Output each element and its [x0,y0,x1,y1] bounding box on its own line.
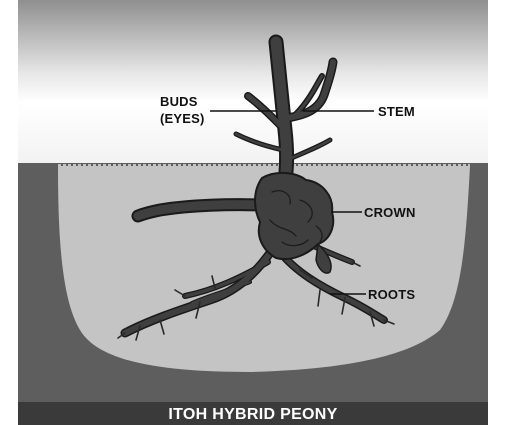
stem-label: STEM [378,104,415,119]
eyes-label: (EYES) [160,111,205,126]
roots-label: ROOTS [368,287,415,302]
crown-label: CROWN [364,205,416,220]
caption-title: ITOH HYBRID PEONY [168,406,337,423]
buds-label: BUDS [160,94,198,109]
